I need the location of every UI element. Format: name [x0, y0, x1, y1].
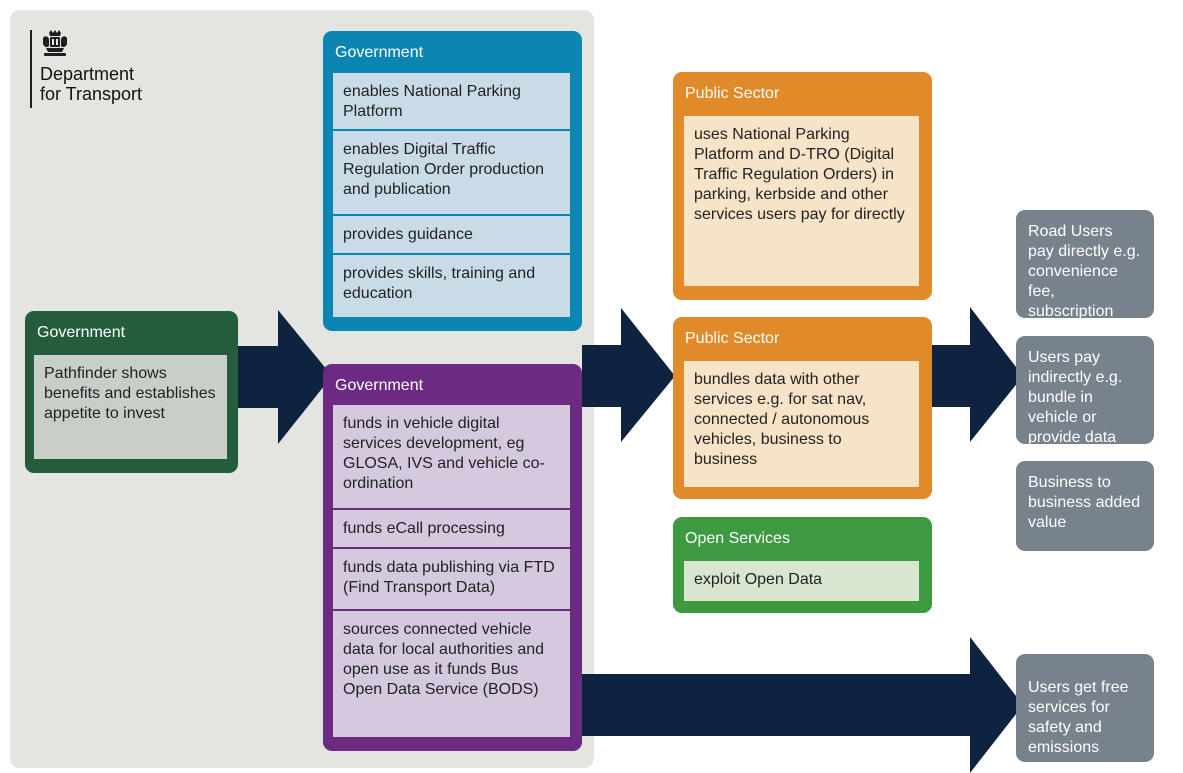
box-item: enables National Parking Platform: [333, 73, 570, 129]
royal-crest-icon: [43, 30, 67, 56]
outcome-free-services: Users get free services for safety and e…: [1016, 654, 1154, 762]
box-item: exploit Open Data: [684, 561, 919, 601]
arrow-public-sector-to-users: [920, 307, 1023, 442]
outcome-pay-directly: Road Users pay directly e.g. convenience…: [1016, 210, 1154, 320]
box-item: provides skills, training and education: [333, 255, 570, 317]
box-item: Pathfinder shows benefits and establishe…: [34, 355, 227, 459]
government-pathfinder-box: Government Pathfinder shows benefits and…: [25, 311, 238, 473]
box-title: Government: [37, 324, 126, 341]
government-enables-box: Government enables National Parking Plat…: [323, 31, 582, 331]
arrow-pathfinder-to-government: [238, 310, 332, 444]
box-title: Open Services: [685, 530, 790, 547]
government-funds-box: Government funds in vehicle digital serv…: [323, 364, 582, 751]
box-item: sources connected vehicle data for local…: [333, 611, 570, 737]
box-item: uses National Parking Platform and D-TRO…: [684, 116, 919, 286]
box-item: provides guidance: [333, 216, 570, 253]
logo-line-2: for Transport: [40, 84, 143, 104]
dft-logo: Department for Transport: [30, 30, 142, 108]
box-item: bundles data with other services e.g. fo…: [684, 361, 919, 487]
public-sector-uses-box: Public Sector uses National Parking Plat…: [673, 72, 932, 300]
outcome-business-value: Business to business added value: [1016, 461, 1154, 551]
box-title: Government: [335, 44, 424, 61]
box-title: Public Sector: [685, 330, 780, 347]
box-item: funds eCall processing: [333, 510, 570, 547]
open-services-box: Open Services exploit Open Data: [673, 517, 932, 613]
arrow-government-to-public-sector: [582, 308, 675, 442]
logo-line-1: Department: [40, 64, 135, 84]
arrow-government-to-free-services: [582, 637, 1023, 773]
box-item: funds in vehicle digital services develo…: [333, 405, 570, 508]
outcome-pay-indirectly: Users pay indirectly e.g. bundle in vehi…: [1016, 336, 1154, 446]
box-item: funds data publishing via FTD (Find Tran…: [333, 549, 570, 609]
box-title: Government: [335, 377, 424, 394]
box-item: enables Digital Traffic Regulation Order…: [333, 131, 570, 214]
public-sector-bundles-box: Public Sector bundles data with other se…: [673, 317, 932, 499]
box-title: Public Sector: [685, 85, 780, 102]
department-name: Department for Transport: [40, 64, 200, 104]
